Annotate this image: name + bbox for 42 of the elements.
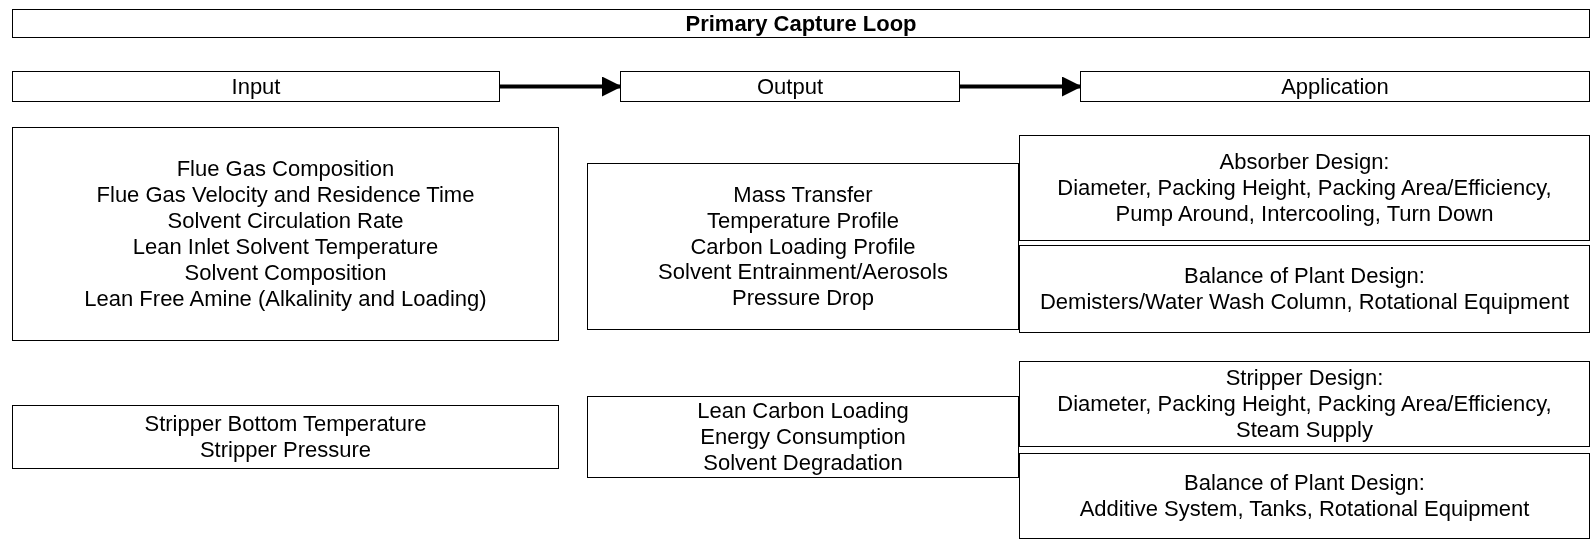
arrow <box>960 76 1082 97</box>
parameter-box <box>1019 361 1590 447</box>
item-text: Lean Carbon Loading <box>697 398 909 424</box>
parameter-box <box>587 163 1019 330</box>
design-details: Additive System, Tanks, Rotational Equipment <box>1079 496 1530 522</box>
parameter-box <box>12 405 559 469</box>
design-heading: Absorber Design: <box>1219 149 1390 175</box>
column-header <box>12 71 500 102</box>
item-text: Flue Gas Velocity and Residence Time <box>96 182 475 209</box>
header-text: Application <box>1281 73 1389 100</box>
item-text: Solvent Circulation Rate <box>167 208 404 234</box>
design-heading: Balance of Plant Design: <box>1184 263 1425 289</box>
design-details: Diameter, Packing Height, Packing Area/Efficiency, Steam Supply <box>1056 391 1553 443</box>
parameter-box <box>1019 245 1590 333</box>
item-text: Mass Transfer <box>733 181 873 208</box>
column-header <box>1080 71 1590 102</box>
parameter-box <box>1019 135 1590 241</box>
item-text: Solvent Degradation <box>703 449 903 476</box>
title-box <box>12 9 1590 38</box>
header-text: Output <box>756 73 823 100</box>
design-details: Diameter, Packing Height, Packing Area/Efficiency, Pump Around, Intercooling, Turn Down <box>1056 175 1553 227</box>
column-header <box>620 71 960 102</box>
item-text: Pressure Drop <box>732 285 874 312</box>
item-text: Carbon Loading Profile <box>690 233 916 260</box>
parameter-box <box>12 127 559 341</box>
header-text: Input <box>231 73 281 100</box>
design-heading: Balance of Plant Design: <box>1184 470 1425 496</box>
item-text: Lean Free Amine (Alkalinity and Loading) <box>84 285 487 312</box>
item-text: Temperature Profile <box>707 207 899 234</box>
item-text: Stripper Pressure <box>199 437 372 463</box>
item-text: Energy Consumption <box>700 424 906 450</box>
item-text: Solvent Entrainment/Aerosols <box>658 259 948 286</box>
design-details: Demisters/Water Wash Column, Rotational Equipment <box>1040 289 1569 315</box>
title-text: Primary Capture Loop <box>685 10 917 37</box>
arrow <box>500 76 622 97</box>
item-text: Stripper Bottom Temperature <box>144 411 427 437</box>
parameter-box <box>1019 453 1590 539</box>
item-text: Lean Inlet Solvent Temperature <box>132 234 439 260</box>
design-heading: Stripper Design: <box>1225 365 1384 391</box>
item-text: Flue Gas Composition <box>176 156 395 183</box>
item-text: Solvent Composition <box>184 259 387 286</box>
parameter-box <box>587 396 1019 478</box>
